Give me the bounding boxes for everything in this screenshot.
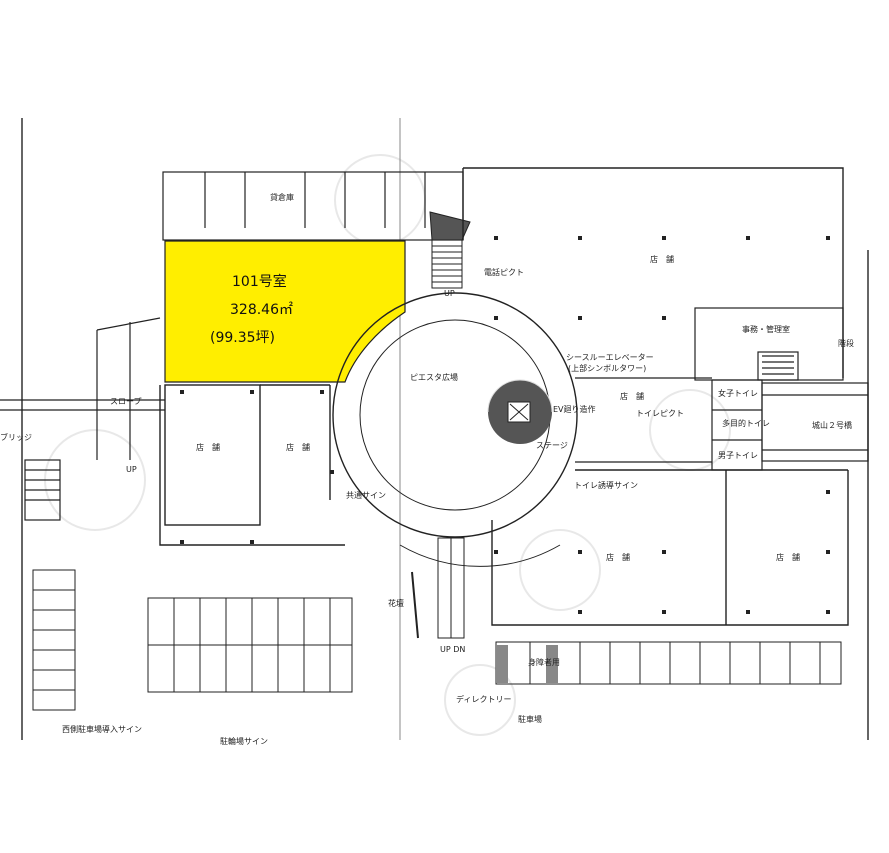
room-101-label: 101号室	[232, 273, 287, 290]
ev-frame-label: EV廻り造作	[553, 404, 596, 414]
updn-label: UP DN	[440, 645, 465, 654]
parking-center-left	[147, 597, 353, 693]
west-parking-sign-label: 西側駐車場導入サイン	[62, 724, 142, 734]
slope-structure	[0, 317, 165, 521]
shop-label-2: 店 舗	[196, 442, 220, 452]
ev-sub-label: (上部シンボルタワー)	[568, 363, 646, 373]
shop-label-3: 店 舗	[286, 442, 310, 452]
slope-up-label: UP	[126, 465, 137, 474]
parking-left-column	[32, 569, 76, 711]
room-101-area-tsubo: (99.35坪)	[210, 330, 275, 346]
phone-pict-label: 電話ピクト	[484, 267, 524, 277]
women-toilet-label: 女子トイレ	[718, 388, 758, 398]
room-101-highlight[interactable]	[164, 240, 406, 383]
men-toilet-label: 男子トイレ	[718, 451, 758, 460]
storage-label: 貸倉庫	[270, 192, 294, 202]
bridge-label: ブリッジ	[0, 432, 32, 442]
parking-label: 駐車場	[518, 714, 542, 724]
toilet-guide-label: トイレ誘導サイン	[574, 480, 638, 490]
stairs-label: 階段	[838, 338, 854, 348]
shiroyama-bridge-label: 城山２号橋	[812, 420, 852, 430]
corridor-right	[575, 377, 869, 471]
see-through-ev-label: シースルーエレベーター	[566, 353, 654, 362]
shop-block-bottom-right	[491, 469, 849, 626]
escalator	[411, 537, 465, 639]
column-dots	[180, 236, 830, 614]
shop-label-corridor: 店 舗	[620, 391, 644, 401]
office-label: 事務・管理室	[742, 324, 790, 334]
shop-label-4: 店 舗	[606, 552, 630, 562]
shop-label-1: 店 舗	[650, 254, 674, 264]
storage-units	[162, 171, 464, 241]
stage-label: ステージ	[536, 441, 568, 450]
room-101-area-m2: 328.46㎡	[230, 302, 293, 318]
multi-toilet-label: 多目的トイレ	[722, 418, 770, 428]
flower-bed-label: 花壇	[388, 598, 404, 608]
ev-core	[487, 379, 553, 444]
handicap-stripes	[496, 645, 558, 683]
directory-label: ディレクトリー	[456, 694, 511, 704]
office-block	[694, 307, 844, 381]
slope-label: スロープ	[110, 397, 142, 406]
shop-label-5: 店 舗	[776, 552, 800, 562]
shops-left	[159, 384, 345, 546]
toilet-pict-label: トイレピクト	[636, 409, 684, 418]
handicap-parking-label: 身障者用	[528, 657, 560, 667]
common-sign-label: 共通サイン	[346, 490, 386, 500]
parking-sign-2-label: 駐輪場サイン	[220, 736, 268, 746]
plaza-label: ピエスタ広場	[410, 372, 458, 382]
stairs-top	[429, 211, 471, 289]
